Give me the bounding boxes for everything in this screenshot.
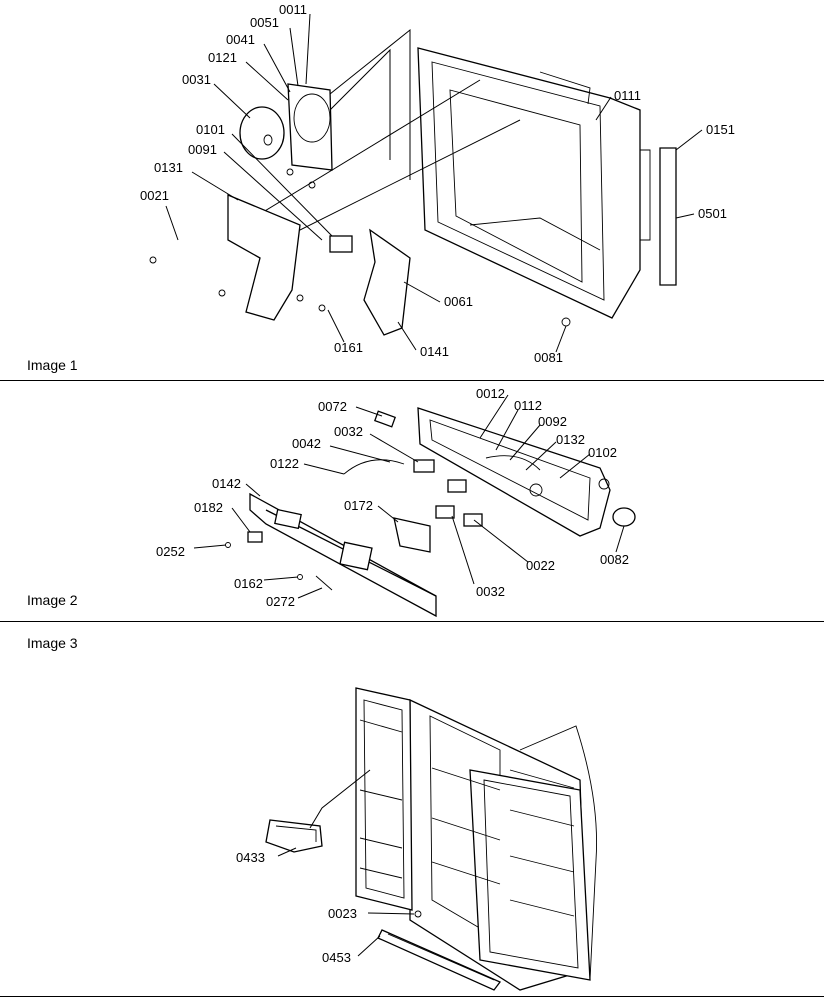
label-0161: 0161: [334, 340, 363, 355]
label-0172: 0172: [344, 498, 373, 513]
divider-2: [0, 621, 824, 622]
label-0252: 0252: [156, 544, 185, 559]
label-0151: 0151: [706, 122, 735, 137]
divider-bottom: [0, 996, 824, 997]
divider-1: [0, 380, 824, 381]
label-0031: 0031: [182, 72, 211, 87]
label-0122: 0122: [270, 456, 299, 471]
image2-labels: 0072 0012 0112 0092 0032 0042 0132 0102 …: [156, 386, 629, 609]
label-0142: 0142: [212, 476, 241, 491]
label-0092: 0092: [538, 414, 567, 429]
image1-labels: 0011 0051 0041 0121 0031 0101 0091 0131 …: [140, 2, 735, 365]
label-0082: 0082: [600, 552, 629, 567]
image1-drawing: [149, 13, 703, 353]
label-0453: 0453: [322, 950, 351, 965]
label-0032-top: 0032: [334, 424, 363, 439]
label-0501: 0501: [698, 206, 727, 221]
label-0011: 0011: [279, 2, 307, 17]
label-0051: 0051: [250, 15, 279, 30]
label-0141: 0141: [420, 344, 449, 359]
label-0023: 0023: [328, 906, 357, 921]
label-0182: 0182: [194, 500, 223, 515]
label-0081: 0081: [534, 350, 563, 365]
label-0433: 0433: [236, 850, 265, 865]
label-0061: 0061: [444, 294, 473, 309]
label-0272: 0272: [266, 594, 295, 609]
label-0091: 0091: [188, 142, 217, 157]
image2-drawing: [193, 394, 636, 618]
label-0132: 0132: [556, 432, 585, 447]
image3-caption: Image 3: [27, 635, 78, 651]
label-0131: 0131: [154, 160, 183, 175]
image3-labels: 0433 0023 0453: [236, 850, 357, 965]
label-0102: 0102: [588, 445, 617, 460]
image2-caption: Image 2: [27, 592, 78, 608]
label-0032-bottom: 0032: [476, 584, 505, 599]
label-0111: 0111: [614, 88, 641, 103]
label-0162: 0162: [234, 576, 263, 591]
label-0101: 0101: [196, 122, 225, 137]
label-0012: 0012: [476, 386, 505, 401]
image1-caption: Image 1: [27, 357, 78, 373]
label-0041: 0041: [226, 32, 255, 47]
label-0022: 0022: [526, 558, 555, 573]
label-0072: 0072: [318, 399, 347, 414]
image3-drawing: [265, 687, 598, 991]
label-0042: 0042: [292, 436, 321, 451]
label-0121: 0121: [208, 50, 237, 65]
label-0021: 0021: [140, 188, 169, 203]
label-0112: 0112: [514, 398, 542, 413]
